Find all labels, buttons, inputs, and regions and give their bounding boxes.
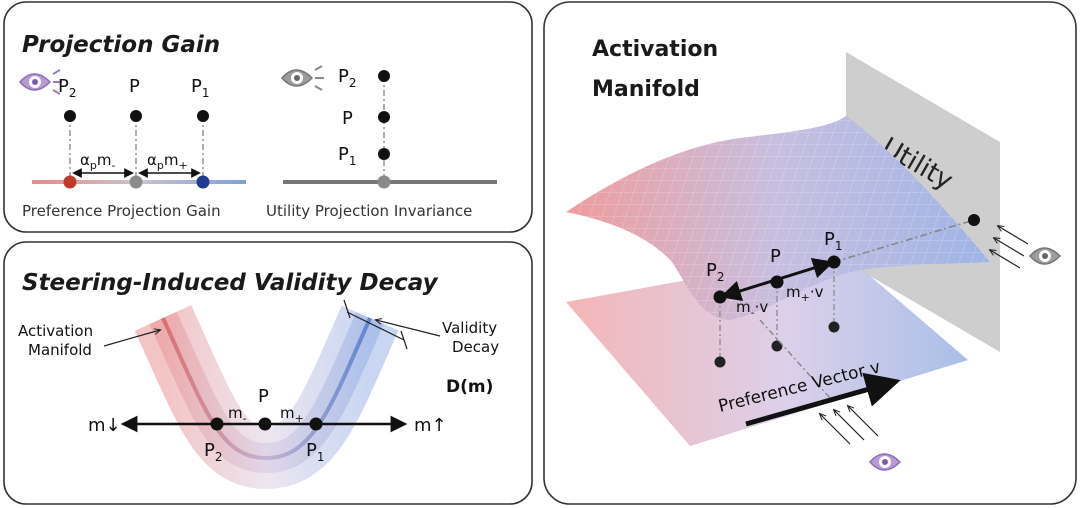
point-label-p: P [129,76,140,97]
eye-icon [1029,247,1062,265]
panel-title-line2: Manifold [592,77,700,102]
validity-label: Validity [442,319,497,337]
point-label-p2: P2 [338,66,357,90]
projected-point-p1 [196,175,210,189]
view-ray [990,250,1021,269]
point-label-p: P [258,386,269,407]
projected-point-p1 [828,321,840,333]
panel-title-line1: Activation [592,37,718,62]
point-p2 [713,290,727,304]
m-plus-label: m+ [280,404,304,425]
point-label-p: P [770,246,781,267]
eye-icon [281,65,324,91]
decay-tick [400,330,408,350]
view-ray [834,410,865,441]
point-p1 [378,148,390,160]
projected-point-p [129,175,143,189]
view-ray [820,414,851,445]
projected-point-p2 [63,175,77,189]
caption-preference-gain: Preference Projection Gain [22,202,221,220]
validity-decay-panel: Steering-Induced Validity Decay Activati… [3,241,533,505]
view-ray [994,238,1025,257]
m-down-label: m↓ [88,415,121,436]
panel-title: Projection Gain [22,32,220,58]
m-up-label: m↑ [414,415,447,436]
point-label-p: P [342,108,353,129]
preference-plane [566,252,968,446]
point-p1 [309,417,323,431]
m-plus-v-label: m+·v [786,283,824,304]
gain-label-plus: αpm+ [147,151,188,172]
point-p [258,417,272,431]
point-p [770,275,784,289]
decay-width-bracket [346,311,405,341]
point-p2 [64,110,76,122]
projected-point-p [771,340,783,352]
point-p [378,111,390,123]
view-direction-line [759,319,831,399]
view-ray [848,406,879,437]
manifold-mesh [566,116,990,320]
manifold-label: Manifold [28,341,92,359]
point-p2 [378,70,390,82]
decay-label: Decay [452,338,499,356]
activation-pointer [103,330,160,347]
decay-function-label: D(m) [446,377,493,397]
point-label-p1: P1 [306,440,325,464]
decay-pointer [376,320,441,337]
m-minus-v-label: m-·v [736,298,768,319]
preference-vector-arrow [745,372,901,427]
point-label-p2: P2 [58,76,77,100]
eye-icon [869,453,902,471]
point-label-p1: P1 [191,76,210,100]
point-p [130,110,142,122]
gain-label-minus: αpm- [80,151,116,172]
point-label-p2: P2 [204,440,223,464]
eye-icon [19,69,62,95]
utility-projected-point [968,214,980,226]
caption-utility-invariance: Utility Projection Invariance [266,202,472,220]
projected-point-p2 [714,356,726,368]
point-p1 [197,110,209,122]
decay-tick [343,299,351,319]
point-label-p2: P2 [706,260,725,284]
panel-title: Steering-Induced Validity Decay [22,270,439,296]
point-label-p1: P1 [338,144,357,168]
activation-manifold-panel: Activation Manifold Utility P2 P P1 m-·v… [543,1,1077,505]
activation-manifold-curve [161,317,372,461]
point-p2 [210,417,224,431]
activation-label: Activation [18,322,93,340]
panel-frame [3,241,533,505]
m-minus-label: m- [228,404,247,425]
view-ray [998,226,1029,245]
point-p1 [827,255,841,269]
utility-projection-line [833,219,975,263]
projected-point-shared [377,175,391,189]
point-label-p1: P1 [824,229,843,253]
projection-gain-panel: Projection Gain P2 P P1 αpm- αpm+ Prefer… [3,1,533,233]
